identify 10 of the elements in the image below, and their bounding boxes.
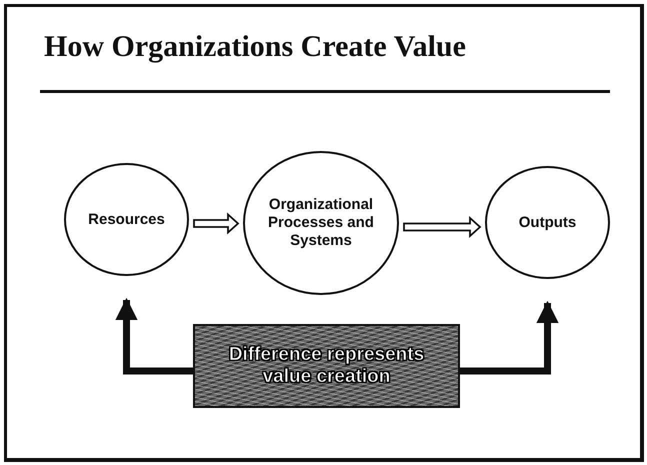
node-label: Resources — [87, 210, 166, 228]
node-label: Organizational Processes and Systems — [267, 196, 375, 250]
arrow — [460, 300, 559, 374]
slide-title: How Organizations Create Value — [44, 30, 467, 64]
hollow-arrow — [403, 216, 482, 238]
arrow — [115, 298, 193, 374]
node-label: Outputs — [518, 214, 578, 232]
note-box — [193, 324, 460, 408]
node-label: Difference represents value creation — [228, 344, 426, 388]
hollow-arrow — [193, 212, 240, 235]
